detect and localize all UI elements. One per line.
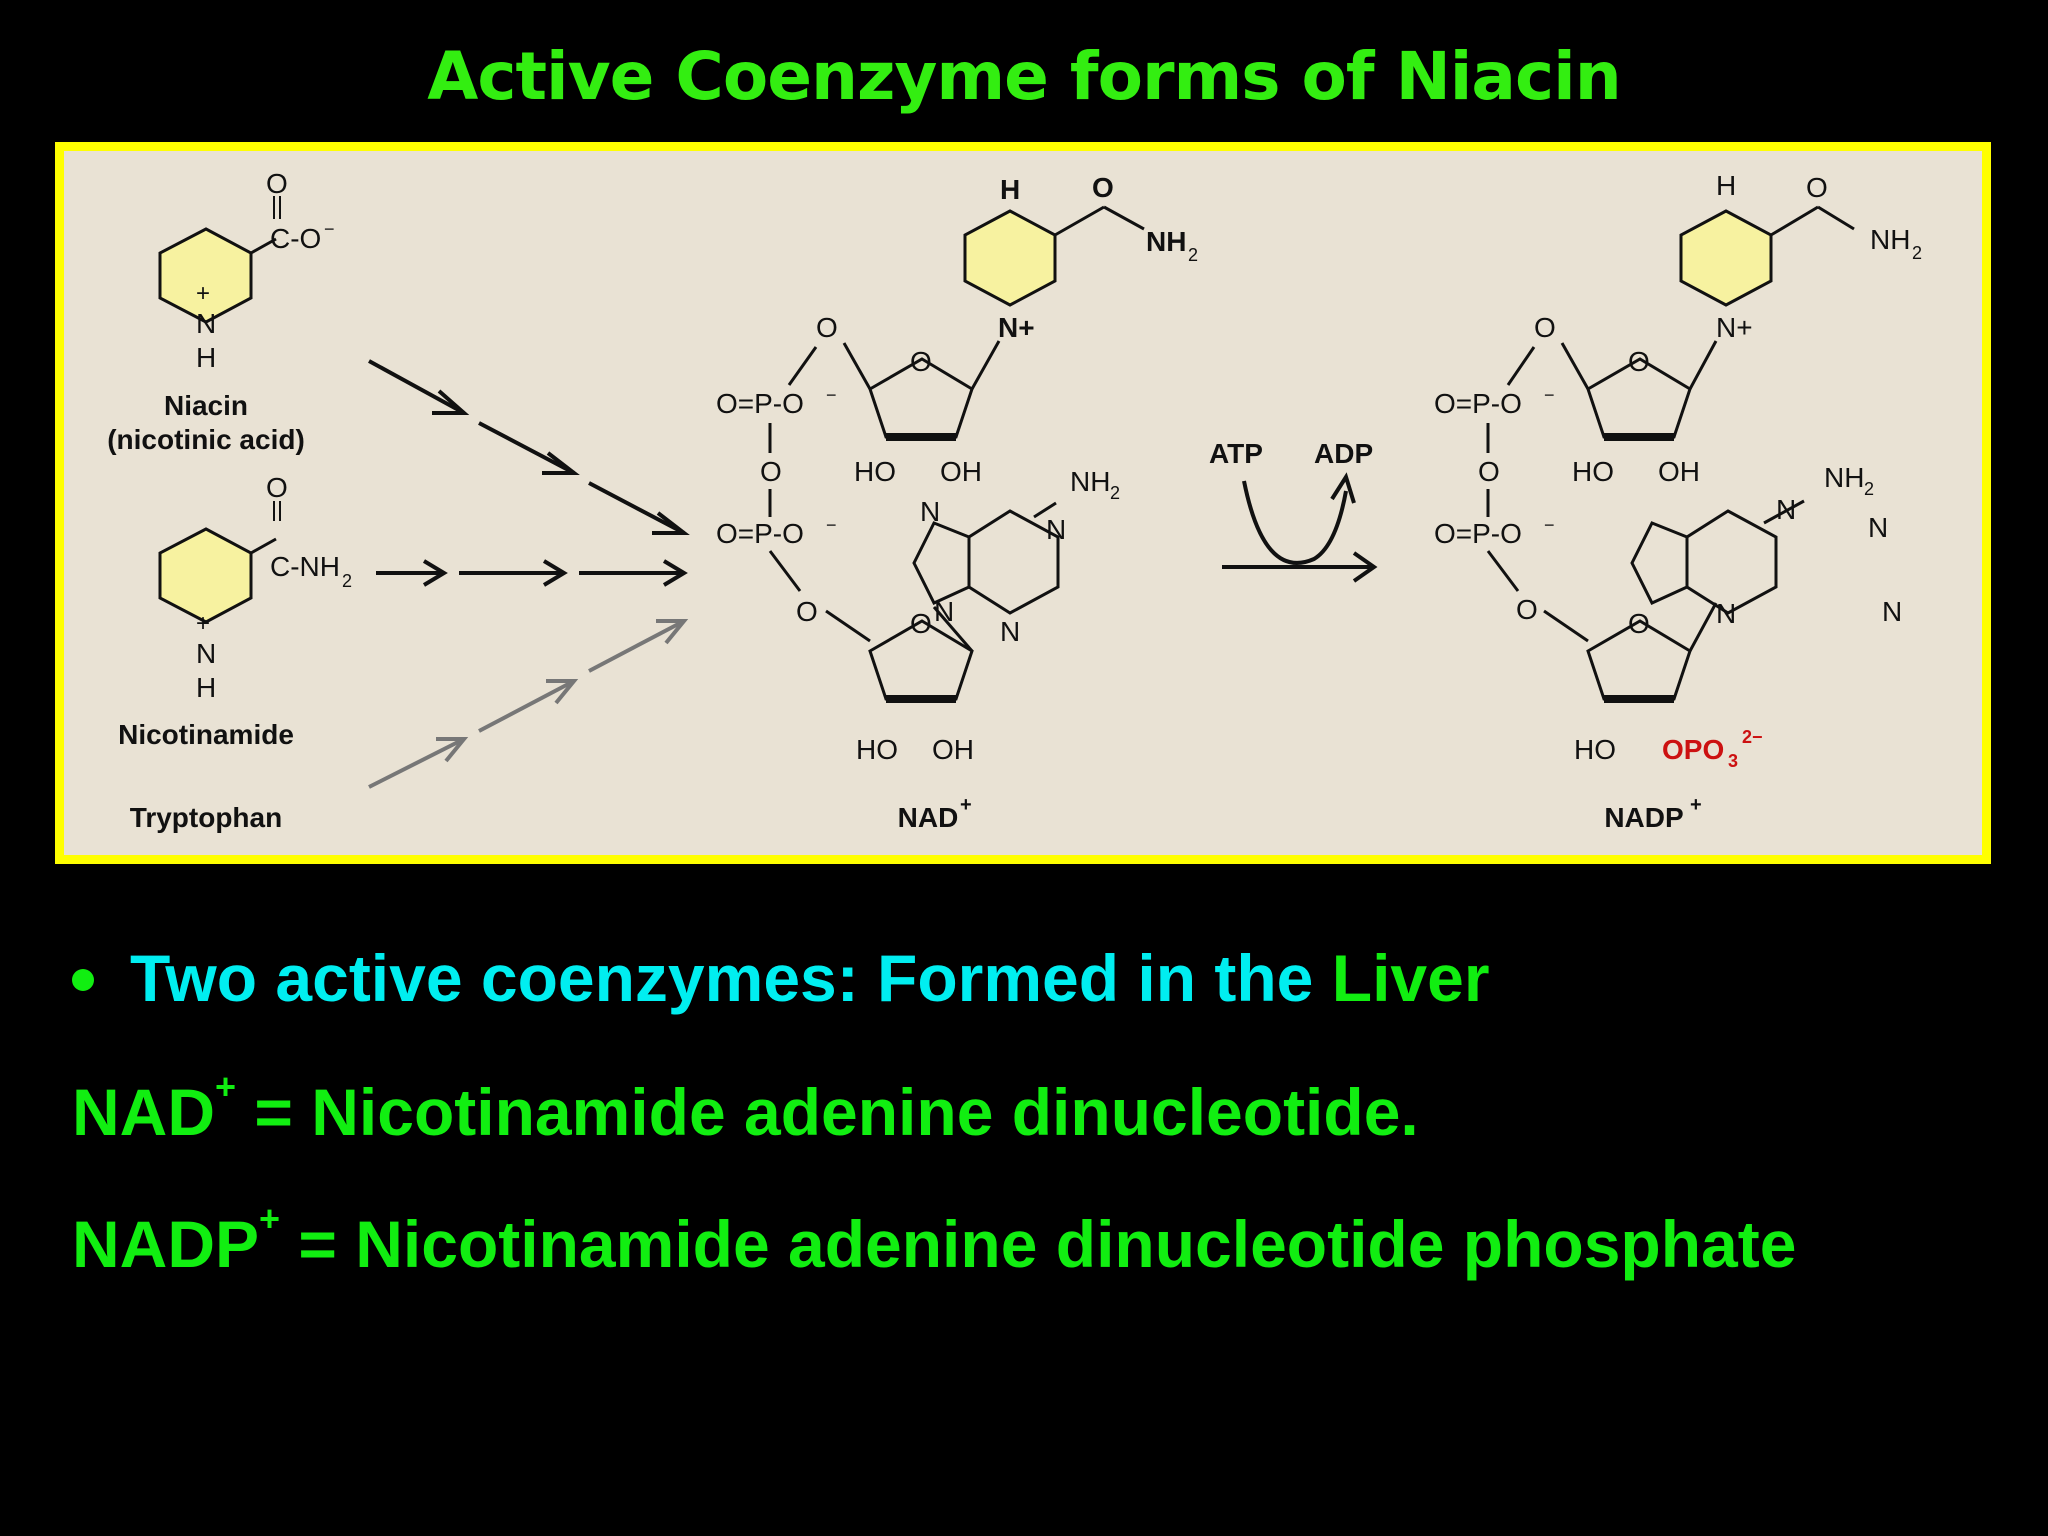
nadp-term: NADP [72,1207,260,1281]
svg-text:+: + [196,280,210,307]
svg-text:O: O [1628,346,1650,377]
svg-text:O: O [266,472,288,503]
svg-text:OH: OH [940,456,982,487]
nadp-meaning: = Nicotinamide adenine dinucleotide phos… [298,1207,1797,1281]
slide-title: Active Coenzyme forms of Niacin [427,38,1621,115]
svg-text:−: − [324,219,335,239]
svg-text:+: + [196,610,210,637]
svg-text:HO: HO [1572,456,1614,487]
atp-adp-reaction: ATP ADP [1209,438,1378,583]
niacin-diagram-frame: O C-O − N + H Niacin (nicotinic acid) O … [55,142,1991,864]
svg-text:NH: NH [1146,226,1186,257]
svg-text:2: 2 [1864,479,1874,499]
svg-text:O=P-O: O=P-O [1434,518,1522,549]
nadp-definition: NADP+ = Nicotinamide adenine dinucleotid… [72,1198,1797,1281]
svg-text:NH: NH [1824,462,1864,493]
nicotinamide-structure: O C-NH 2 N + H Nicotinamide [118,472,352,750]
svg-text:2: 2 [342,571,352,591]
svg-text:H: H [1716,170,1736,201]
svg-text:O: O [1628,608,1650,639]
svg-text:2: 2 [1110,483,1120,503]
svg-text:OH: OH [932,734,974,765]
phosphate-group: OPO [1662,734,1724,765]
svg-text:O: O [910,346,932,377]
svg-text:O: O [1806,172,1828,203]
nad-meaning: = Nicotinamide adenine dinucleotide. [254,1075,1419,1149]
niacin-ring-n: N [196,308,216,339]
svg-text:O=P-O: O=P-O [716,518,804,549]
svg-text:N: N [1716,598,1736,629]
svg-text:N: N [1046,514,1066,545]
svg-text:−: − [1544,385,1555,405]
svg-text:O: O [1516,594,1538,625]
svg-text:N: N [1868,512,1888,543]
svg-text:N+: N+ [998,312,1035,343]
svg-text:+: + [1690,794,1702,816]
svg-text:HO: HO [856,734,898,765]
svg-text:O: O [1534,312,1556,343]
niacin-alt-label: (nicotinic acid) [107,424,305,455]
svg-text:O: O [816,312,838,343]
niacin-structure: O C-O − N + H Niacin (nicotinic acid) [107,168,334,455]
svg-text:−: − [1544,515,1555,535]
niacin-label: Niacin [164,390,248,421]
svg-text:N: N [920,496,940,527]
bullet-dot-icon [72,969,94,991]
nadp-structure: H O NH 2 N+ O HO OH O O=P-O − O O=P-O − … [1434,170,1922,833]
nad-definition: NAD+ = Nicotinamide adenine dinucleotide… [72,1066,1419,1149]
svg-text:2: 2 [1912,243,1922,263]
svg-text:O: O [1478,456,1500,487]
bullet-line-coenzymes: Two active coenzymes: Formed in the Live… [72,940,1490,1016]
svg-text:NH: NH [1070,466,1110,497]
svg-text:N: N [1882,596,1902,627]
niacin-carboxylate: C-O [270,223,321,254]
liver-text: Liver [1331,941,1490,1015]
niacin-coenzyme-diagram: O C-O − N + H Niacin (nicotinic acid) O … [107,168,1922,833]
svg-text:O: O [910,608,932,639]
svg-text:OH: OH [1658,456,1700,487]
svg-text:ATP: ATP [1209,438,1263,469]
svg-text:N: N [1000,616,1020,647]
nad-label: NAD [898,802,959,833]
nadp-label: NADP [1604,802,1683,833]
svg-text:N: N [196,638,216,669]
svg-text:H: H [1000,174,1020,205]
niacin-carbonyl-o: O [266,168,288,199]
coenzymes-text: Two active coenzymes: Formed in the [130,941,1314,1015]
svg-text:−: − [826,515,837,535]
nicotinamide-label: Nicotinamide [118,719,294,750]
nicotinamide-amide: C-NH [270,551,340,582]
tryptophan-label: Tryptophan [130,802,282,833]
pathway-arrows [368,359,690,789]
svg-text:2−: 2− [1742,727,1763,747]
nad-structure: H O NH 2 N+ O HO OH O O=P-O − O O=P-O − … [716,172,1198,833]
svg-text:O: O [1092,172,1114,203]
svg-text:HO: HO [854,456,896,487]
svg-text:N: N [934,596,954,627]
svg-text:HO: HO [1574,734,1616,765]
svg-text:O: O [796,596,818,627]
svg-text:+: + [960,794,972,816]
svg-text:H: H [196,342,216,373]
svg-text:O=P-O: O=P-O [716,388,804,419]
svg-text:N+: N+ [1716,312,1753,343]
svg-text:NH: NH [1870,224,1910,255]
svg-text:ADP: ADP [1314,438,1373,469]
svg-text:N: N [1776,494,1796,525]
svg-text:H: H [196,672,216,703]
svg-text:−: − [826,385,837,405]
svg-text:O: O [760,456,782,487]
svg-text:2: 2 [1188,245,1198,265]
nad-term: NAD [72,1075,215,1149]
svg-text:O=P-O: O=P-O [1434,388,1522,419]
svg-text:3: 3 [1728,751,1738,771]
